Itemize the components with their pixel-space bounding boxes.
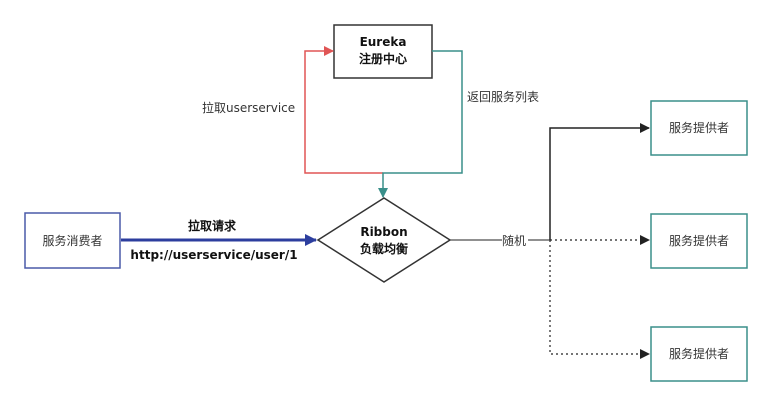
consumer-node: 服务消费者 (24, 212, 121, 269)
eureka-subtitle: 注册中心 (359, 51, 407, 66)
provider-label: 服务提供者 (669, 233, 729, 248)
ribbon-title: Ribbon (360, 225, 407, 239)
return-list-label: 返回服务列表 (467, 89, 539, 104)
provider-node-3: 服务提供者 (650, 326, 748, 382)
provider-label: 服务提供者 (669, 346, 729, 361)
ribbon-node: Ribbon 负载均衡 (316, 197, 452, 283)
pull-service-label: 拉取userservice (202, 100, 295, 115)
pull-request-label: 拉取请求 (188, 218, 237, 233)
provider-node-1: 服务提供者 (650, 100, 748, 156)
eureka-title: Eureka (360, 35, 407, 49)
request-url-label: http://userservice/user/1 (130, 248, 297, 262)
ribbon-subtitle: 负载均衡 (360, 241, 408, 256)
provider-edge-3 (549, 240, 650, 359)
random-label: 随机 (502, 233, 526, 248)
return-list-edge (378, 50, 463, 198)
provider-edge-1 (549, 123, 650, 240)
consumer-label: 服务消费者 (42, 233, 102, 248)
pull-service-edge (304, 46, 383, 174)
provider-node-2: 服务提供者 (650, 213, 748, 269)
provider-label: 服务提供者 (669, 120, 729, 135)
eureka-node: Eureka 注册中心 (333, 24, 433, 79)
